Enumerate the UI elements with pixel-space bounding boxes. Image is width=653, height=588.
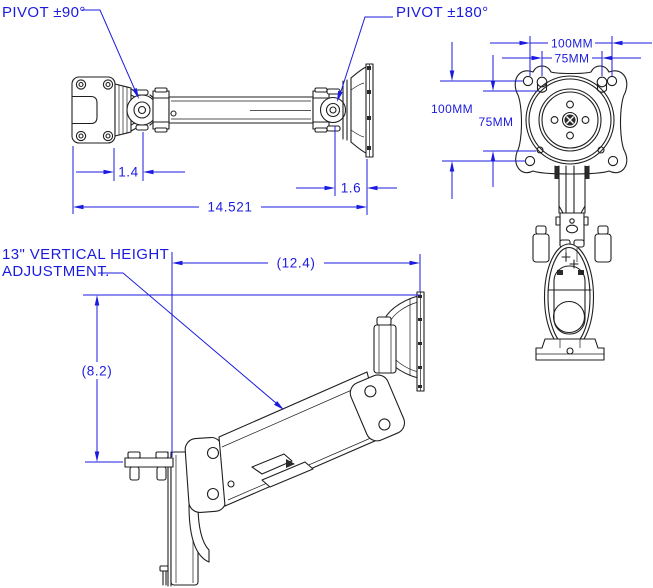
dim-overall-extension: 14.521	[73, 199, 367, 215]
center-screw-cross	[566, 116, 574, 124]
vesa-bell-top-view	[342, 63, 374, 158]
dim-text-8-2: (8.2)	[82, 364, 113, 379]
vesa-hub	[525, 75, 615, 165]
side-view	[124, 291, 425, 587]
dim-text-12-4: (12.4)	[277, 256, 316, 271]
height-adjustment-callout: 13" VERTICAL HEIGHT ADJUSTMENT.	[2, 246, 284, 410]
dim-text-1-4: 1.4	[118, 165, 139, 180]
top-view-extension-lines	[72, 126, 368, 215]
dim-text-1-6: 1.6	[341, 181, 362, 196]
dim-vertical-height: (8.2)	[81, 294, 420, 463]
first-pivot	[126, 89, 158, 131]
front-wall-bracket	[535, 338, 605, 361]
front-arm-end	[543, 243, 595, 351]
monitor-head	[349, 291, 425, 442]
annotations: 1.4 1.6 14.521 PIVOT ±90° PIVOT ±18	[2, 4, 652, 463]
head-mount-block	[373, 324, 397, 374]
front-clamp-tabs	[532, 225, 612, 263]
front-view	[514, 65, 628, 361]
dim-text-h100: 100MM	[551, 37, 593, 51]
dim-horizontal-reach: (12.4)	[171, 252, 421, 457]
dim-text-v100: 100MM	[431, 102, 473, 116]
height-adjustment-label-line1: 13" VERTICAL HEIGHT	[2, 246, 169, 263]
dim-wall-to-first-pivot: 1.4	[76, 165, 185, 180]
pivot-180-label: PIVOT ±180°	[396, 4, 489, 21]
arm-side	[218, 371, 385, 507]
pivot-90-label: PIVOT ±90°	[2, 4, 86, 21]
dim-front-vertical: 100MM 75MM	[431, 42, 538, 199]
height-adjustment-label-line2: ADJUSTMENT.	[2, 263, 110, 280]
dim-second-pivot-to-plate: 1.6	[296, 181, 397, 196]
dim-front-horizontal: 100MM 75MM	[490, 36, 652, 76]
vesa-corner-holes	[522, 75, 619, 167]
wall-plate-holes	[75, 79, 114, 142]
hinge-cover	[188, 504, 210, 563]
dim-text-v75: 75MM	[479, 115, 514, 129]
top-view	[71, 63, 374, 158]
front-column	[554, 165, 590, 248]
left-collar	[152, 90, 170, 130]
pivot-90-callout: PIVOT ±90°	[2, 4, 139, 99]
arm-latch	[251, 453, 293, 475]
pivot-180-callout: PIVOT ±180°	[337, 4, 489, 102]
dim-text-14-521: 14.521	[208, 200, 253, 215]
second-pivot	[319, 88, 347, 132]
dim-text-h75: 75MM	[555, 52, 590, 66]
arm-screws	[561, 252, 579, 269]
wall-plate-channel	[71, 95, 98, 125]
mount-tab	[124, 457, 174, 468]
